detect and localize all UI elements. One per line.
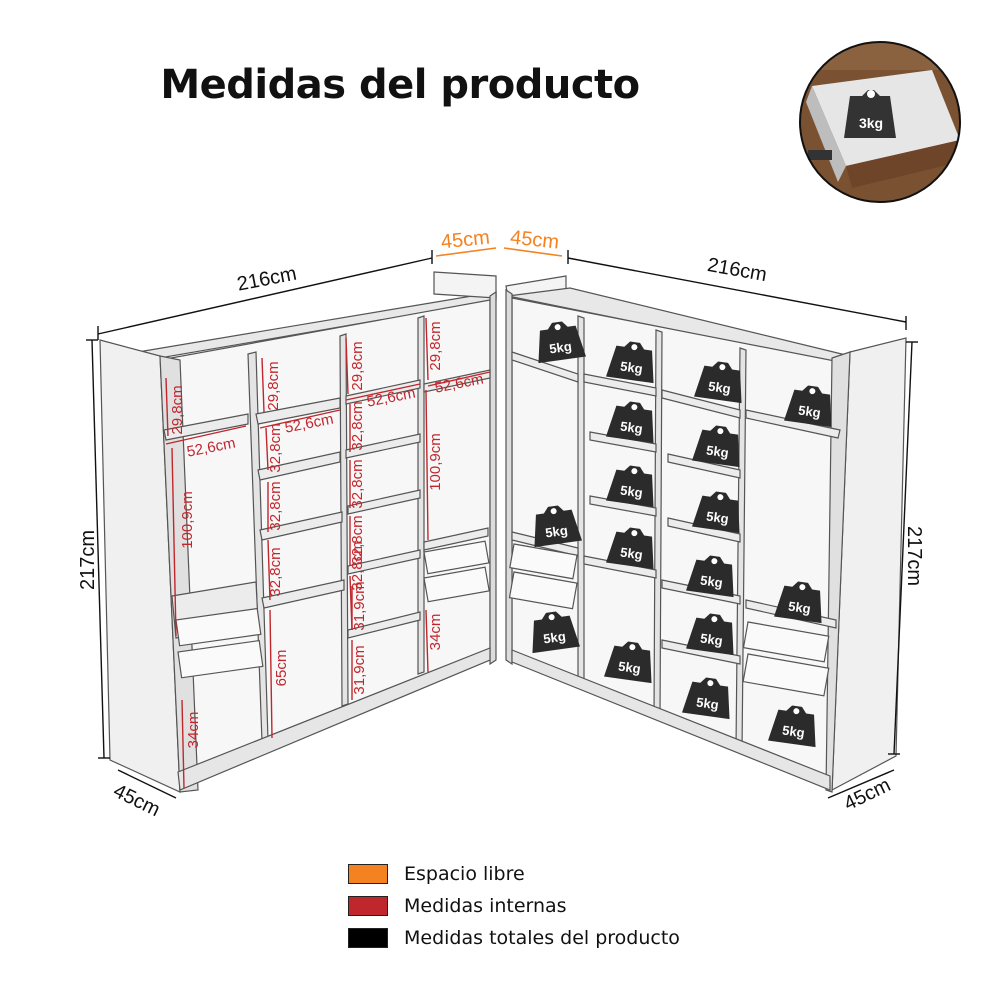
col3-height-b: 32,8cm xyxy=(349,459,366,508)
weight-icon: 5kg xyxy=(604,641,652,684)
col4-bottom-height: 34cm xyxy=(427,614,444,651)
weight-label: 5kg xyxy=(548,338,572,356)
legend-swatch xyxy=(348,864,388,884)
legend-label: Espacio libre xyxy=(404,863,525,885)
right-width-label: 216cm xyxy=(706,254,769,286)
internal-dimension-lines xyxy=(165,317,491,789)
weight-label: 5kg xyxy=(544,522,568,540)
weight-icon: 5kg xyxy=(692,425,740,468)
weight-label: 5kg xyxy=(705,508,729,526)
weight-label: 5kg xyxy=(699,630,723,648)
drawer-inset: 3kg xyxy=(799,41,961,203)
weight-badges: 5kg 5kg 5kg 5kg 5kg 5kg 5kg 5kg 5kg 5kg 5kg 5kg 5kg 5… xyxy=(532,321,832,748)
col2-height-a: 32,8cm xyxy=(267,423,284,472)
weight-label: 5kg xyxy=(619,544,643,562)
weight-icon: 5kg xyxy=(534,505,582,548)
left-wardrobe xyxy=(99,271,497,793)
hanging-height-4: 100,9cm xyxy=(427,433,444,491)
weight-icon: 5kg xyxy=(686,613,734,656)
weight-label: 5kg xyxy=(707,378,731,396)
weight-icon: 5kg xyxy=(606,527,654,570)
free-left-label: 45cm xyxy=(440,227,491,254)
drawer-weight-label: 3kg xyxy=(859,115,883,131)
weight-label: 5kg xyxy=(705,442,729,460)
weight-icon: 5kg xyxy=(538,321,586,364)
weight-label: 5kg xyxy=(619,482,643,500)
legend-swatch xyxy=(348,896,388,916)
shelf-height-2: 29,8cm xyxy=(265,361,282,410)
weight-icon: 5kg xyxy=(606,341,654,384)
free-right-label: 45cm xyxy=(509,227,560,254)
weight-icon: 5kg xyxy=(784,385,832,428)
weight-icon: 3kg xyxy=(844,90,896,138)
page-title: Medidas del producto xyxy=(160,62,640,108)
col1-bottom-height: 34cm xyxy=(185,712,202,749)
col2-height-b: 32,8cm xyxy=(267,481,284,530)
col2-height-c: 32,8cm xyxy=(267,547,284,596)
col3-height-d: 32,8cm xyxy=(349,541,366,590)
col3-height-f: 31,9cm xyxy=(351,645,368,694)
legend-item-total: Medidas totales del producto xyxy=(348,922,680,954)
col3-height-c: 32,8cm xyxy=(349,515,366,564)
col3-height-a: 32,8cm xyxy=(349,401,366,450)
total-dimensions xyxy=(86,250,918,799)
shelf-height-4: 29,8cm xyxy=(427,321,444,370)
col2-bottom-height: 65cm xyxy=(273,650,290,687)
weight-label: 5kg xyxy=(619,358,643,376)
weight-label: 5kg xyxy=(781,722,805,740)
legend-item-internal: Medidas internas xyxy=(348,890,680,922)
weight-icon: 5kg xyxy=(692,491,740,534)
left-depth-label: 45cm xyxy=(110,780,164,821)
weight-label: 5kg xyxy=(695,694,719,712)
weight-icon: 5kg xyxy=(606,465,654,508)
shelf-height-3: 29,8cm xyxy=(349,341,366,390)
legend: Espacio libre Medidas internas Medidas t… xyxy=(348,858,680,954)
weight-label: 5kg xyxy=(797,402,821,420)
col3-height-e: 31,9cm xyxy=(351,581,368,630)
left-height-label: 217cm xyxy=(77,530,99,590)
legend-label: Medidas totales del producto xyxy=(404,927,680,949)
weight-icon: 5kg xyxy=(606,401,654,444)
weight-icon: 5kg xyxy=(686,555,734,598)
right-height-label: 217cm xyxy=(903,526,925,586)
legend-label: Medidas internas xyxy=(404,895,567,917)
weight-icon: 5kg xyxy=(768,705,816,748)
weight-label: 5kg xyxy=(617,658,641,676)
weight-label: 5kg xyxy=(619,418,643,436)
weight-label: 5kg xyxy=(542,628,566,646)
shelf-height-1: 29,8cm xyxy=(169,385,186,434)
legend-swatch xyxy=(348,928,388,948)
weight-icon: 5kg xyxy=(774,581,822,624)
weight-icon: 5kg xyxy=(532,611,580,654)
weight-icon: 5kg xyxy=(694,361,742,404)
hanging-height-1: 100,9cm xyxy=(179,491,196,549)
weight-label: 5kg xyxy=(787,598,811,616)
weight-label: 5kg xyxy=(699,572,723,590)
legend-item-free: Espacio libre xyxy=(348,858,680,890)
weight-icon: 5kg xyxy=(682,677,730,720)
free-space-dimensions xyxy=(435,247,563,257)
